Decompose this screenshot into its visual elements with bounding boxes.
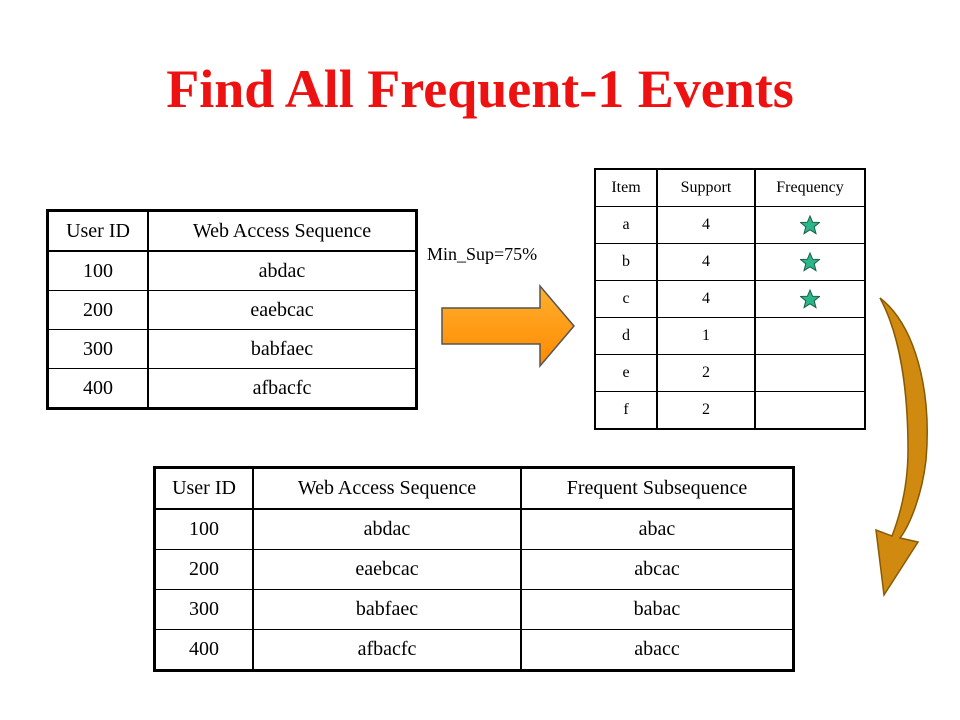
cell-user-id: 300: [47, 329, 149, 369]
cell-support: 4: [656, 206, 756, 244]
cell-frequency: [754, 391, 866, 430]
cell-user-id: 400: [154, 629, 254, 671]
cell-item: f: [594, 391, 658, 430]
table-row: 100 abdac: [47, 250, 417, 291]
cell-sequence: eaebcac: [252, 549, 522, 590]
cell-frequent-subsequence: abac: [520, 508, 794, 550]
table-header-row: User ID Web Access Sequence Frequent Sub…: [154, 467, 794, 510]
cell-support: 4: [656, 243, 756, 281]
support-header-row: Item Support Frequency: [594, 168, 866, 207]
cell-user-id: 200: [47, 290, 149, 330]
header-item: Item: [594, 168, 658, 207]
cell-frequency: [754, 206, 866, 244]
cell-item: d: [594, 317, 658, 355]
cell-sequence: babfaec: [147, 329, 417, 369]
cell-sequence: afbacfc: [252, 629, 522, 671]
cell-frequent-subsequence: abcac: [520, 549, 794, 590]
cell-item: e: [594, 354, 658, 392]
cell-frequency: [754, 317, 866, 355]
cell-sequence: abdac: [147, 250, 417, 291]
table-header-row: User ID Web Access Sequence: [47, 210, 417, 252]
table-row: 200 eaebcac: [47, 290, 417, 330]
cell-support: 4: [656, 280, 756, 318]
table-row: 400 afbacfc abacc: [154, 629, 794, 671]
table-row: 300 babfaec: [47, 329, 417, 369]
star-icon: [800, 215, 820, 235]
result-table: User ID Web Access Sequence Frequent Sub…: [153, 466, 795, 672]
cell-support: 2: [656, 391, 756, 430]
star-icon: [800, 252, 820, 272]
cell-frequent-subsequence: babac: [520, 589, 794, 630]
header-user-id: User ID: [47, 210, 149, 252]
cell-sequence: eaebcac: [147, 290, 417, 330]
sequence-table: User ID Web Access Sequence 100 abdac 20…: [46, 209, 418, 410]
cell-support: 2: [656, 354, 756, 392]
cell-frequency: [754, 243, 866, 281]
header-web-access-sequence: Web Access Sequence: [147, 210, 417, 252]
cell-item: a: [594, 206, 658, 244]
table-row: 400 afbacfc: [47, 368, 417, 409]
header-frequent-subsequence: Frequent Subsequence: [520, 467, 794, 510]
right-arrow-icon: [441, 284, 575, 369]
slide-title: Find All Frequent-1 Events: [166, 59, 794, 119]
header-web-access-sequence: Web Access Sequence: [252, 467, 522, 510]
cell-user-id: 100: [154, 508, 254, 550]
curved-down-arrow-icon: [875, 297, 928, 598]
cell-frequency: [754, 280, 866, 318]
table-row: 300 babfaec babac: [154, 589, 794, 630]
cell-support: 1: [656, 317, 756, 355]
min-sup-label: Min_Sup=75%: [427, 244, 538, 264]
header-frequency: Frequency: [754, 168, 866, 207]
header-user-id: User ID: [154, 467, 254, 510]
cell-sequence: abdac: [252, 508, 522, 550]
table-row: 200 eaebcac abcac: [154, 549, 794, 590]
cell-frequency: [754, 354, 866, 392]
star-icon: [800, 289, 820, 309]
cell-item: c: [594, 280, 658, 318]
cell-frequent-subsequence: abacc: [520, 629, 794, 671]
cell-item: b: [594, 243, 658, 281]
cell-user-id: 100: [47, 250, 149, 291]
cell-user-id: 400: [47, 368, 149, 409]
cell-user-id: 200: [154, 549, 254, 590]
table-row: 100 abdac abac: [154, 508, 794, 550]
cell-user-id: 300: [154, 589, 254, 630]
header-support: Support: [656, 168, 756, 207]
cell-sequence: babfaec: [252, 589, 522, 630]
cell-sequence: afbacfc: [147, 368, 417, 409]
